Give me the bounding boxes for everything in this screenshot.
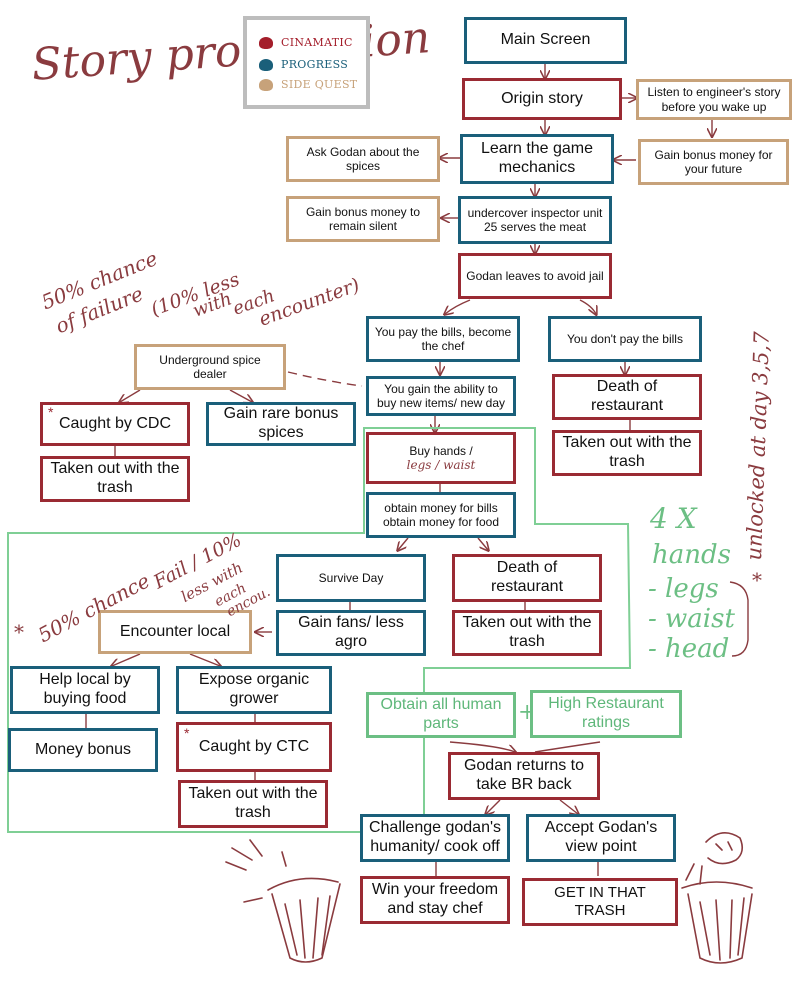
arrow-encounter-expose (189, 653, 220, 666)
node-encounter-local: Encounter local (98, 610, 252, 654)
node-caught-ctc: * Caught by CTC (176, 722, 332, 772)
node-death-restaurant-1: Death of restaurant (552, 374, 702, 420)
node-listen-engineer: Listen to engineer's story before you wa… (636, 79, 792, 120)
legend-label: CINAMATIC (281, 36, 353, 49)
caught-cdc-label: Caught by CDC (58, 414, 172, 432)
arrow-encounter-help (112, 653, 141, 666)
node-gain-ability: You gain the ability to buy new items/ n… (366, 376, 516, 416)
node-money-bonus: Money bonus (8, 728, 158, 772)
legend-item-side-quest: SIDE QUEST (259, 78, 357, 91)
node-main-screen: Main Screen (464, 17, 627, 64)
star-mark-right: * (752, 568, 762, 592)
note-part-hands: hands (652, 540, 731, 570)
node-high-ratings: High Restaurant ratings (530, 690, 682, 738)
arrow-parts-returns (449, 741, 515, 752)
legend-swatch-icon (259, 36, 273, 49)
dashed-dealer-ability (287, 371, 363, 387)
node-gain-bonus-future: Gain bonus money for your future (638, 139, 789, 185)
star-mark-left: * (14, 620, 24, 644)
caught-ctc-label: Caught by CTC (198, 737, 310, 755)
node-taken-out-1: Taken out with the trash (552, 430, 702, 476)
node-get-in-trash: GET IN THAT TRASH (522, 878, 678, 926)
node-dont-pay: You don't pay the bills (548, 316, 702, 362)
node-pay-bills: You pay the bills, become the chef (366, 316, 520, 362)
star-mark: * (184, 725, 190, 741)
node-godan-leaves: Godan leaves to avoid jail (458, 253, 612, 299)
node-help-local: Help local by buying food (10, 666, 160, 714)
node-taken-out-3: Taken out with the trash (452, 610, 602, 656)
node-obtain-money: obtain money for bills obtain money for … (366, 492, 516, 538)
node-accept-godan: Accept Godan's view point (526, 814, 676, 862)
note-part-head: - head (648, 634, 730, 664)
node-taken-out-2: Taken out with the trash (40, 456, 190, 502)
legend-item-cinematic: CINAMATIC (259, 36, 353, 49)
node-undercover: undercover inspector unit 25 serves the … (458, 196, 612, 244)
node-challenge-godan: Challenge godan's humanity/ cook off (360, 814, 510, 862)
legend-swatch-icon (259, 78, 273, 91)
node-caught-cdc: * Caught by CDC (40, 402, 190, 446)
node-gain-bonus-silent: Gain bonus money to remain silent (286, 196, 440, 242)
green-region-outline (7, 427, 632, 833)
node-survive-day: Survive Day (276, 554, 426, 602)
legend-label: PROGRESS (281, 58, 349, 71)
bracket-parts (729, 581, 749, 657)
node-taken-out-4: Taken out with the trash (178, 780, 328, 828)
node-obtain-parts: Obtain all human parts (366, 692, 516, 738)
arrow-ratings-returns (534, 741, 601, 753)
node-expose-grower: Expose organic grower (176, 666, 332, 714)
arrow-dealer-cdc (120, 389, 141, 402)
arrow-dealer-spices (229, 389, 252, 402)
arrow-leaves-pay (445, 299, 471, 314)
star-mark: * (48, 404, 54, 420)
buy-hands-handwritten: legs / waist (406, 458, 476, 472)
trash-can-illustration-right (681, 832, 753, 964)
node-death-restaurant-2: Death of restaurant (452, 554, 602, 602)
node-ask-godan: Ask Godan about the spices (286, 136, 440, 182)
node-underground-dealer: Underground spice dealer (134, 344, 286, 390)
note-part-legs: - legs (648, 574, 719, 604)
node-gain-fans: Gain fans/ less agro (276, 610, 426, 656)
legend-swatch-icon (259, 58, 273, 71)
buy-hands-label: Buy hands / (409, 443, 473, 458)
node-buy-hands: Buy hands / legs / waist (366, 432, 516, 484)
legend-item-progress: PROGRESS (259, 58, 348, 71)
node-godan-returns: Godan returns to take BR back (448, 752, 600, 800)
note-part-waist: - waist (648, 604, 735, 634)
node-win-freedom: Win your freedom and stay chef (360, 876, 510, 924)
legend: CINAMATIC PROGRESS SIDE QUEST (243, 16, 370, 109)
arrow-leaves-dontpay (579, 299, 596, 314)
arrow-obtain-survive (398, 537, 409, 550)
arrow-returns-accept (559, 799, 578, 814)
legend-label: SIDE QUEST (281, 78, 358, 91)
trash-can-illustration-left (225, 839, 341, 963)
note-four-x: 4 X (650, 502, 697, 535)
node-learn-mechanics: Learn the game mechanics (460, 134, 614, 184)
node-origin-story: Origin story (462, 78, 622, 120)
arrow-obtain-death (477, 537, 488, 550)
arrow-returns-challenge (486, 799, 501, 814)
node-gain-rare-spices: Gain rare bonus spices (206, 402, 356, 446)
